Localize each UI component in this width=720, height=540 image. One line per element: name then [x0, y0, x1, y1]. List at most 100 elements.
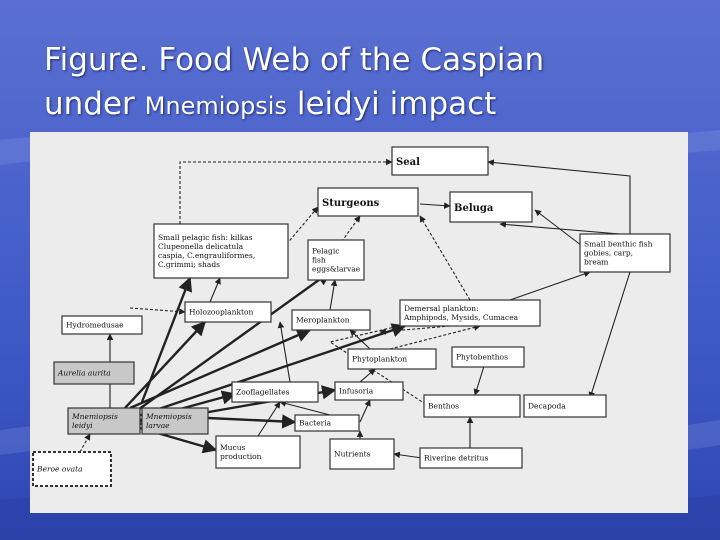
node-label: larvae	[146, 421, 170, 430]
node-box	[449, 191, 533, 223]
node-label: Small benthic fish	[584, 240, 653, 249]
node-box	[231, 381, 319, 403]
node-label: Hydromedusae	[66, 321, 124, 330]
diagram-arrows	[79, 158, 631, 459]
node-box	[294, 414, 360, 432]
arrow-35	[207, 414, 297, 429]
node-benthos: Benthos	[423, 394, 521, 418]
arrow-37	[140, 276, 193, 403]
node-label: Amphipods, Mysids, Cumacea	[403, 313, 519, 322]
node-box	[32, 451, 112, 487]
node-label: Pelagic	[312, 247, 339, 256]
arrow-29	[124, 320, 206, 409]
node-demersal: Demersal plankton:Amphipods, Mysids, Cum…	[399, 299, 541, 327]
arrow-12	[379, 325, 451, 335]
node-meroplankton: Meroplankton	[291, 309, 371, 331]
node-label: eggs&larvae	[312, 265, 361, 274]
node-box	[399, 299, 541, 327]
node-box	[141, 407, 209, 435]
node-label: Demersal plankton:	[404, 304, 479, 313]
node-label: Phytoplankton	[352, 355, 407, 364]
node-box	[523, 394, 607, 418]
arrow-4	[329, 215, 361, 259]
node-label: Small pelagic fish: kilkas	[158, 233, 253, 242]
node-box	[307, 239, 365, 281]
node-label: Holozooplankton	[189, 308, 254, 317]
node-seal: Seal	[391, 146, 489, 176]
node-box	[67, 407, 141, 435]
node-box	[391, 146, 489, 176]
node-label: Meroplankton	[296, 316, 350, 325]
node-label: Bacteria	[299, 419, 332, 428]
arrow-31	[134, 271, 332, 413]
node-label: Benthos	[428, 402, 459, 411]
node-label: Mnemiopsis	[71, 412, 118, 421]
arrow-9	[329, 279, 338, 311]
node-box	[334, 381, 404, 401]
node-riverine: Riverine detritus	[419, 447, 523, 469]
node-box	[61, 315, 143, 335]
node-zooflagellates: Zooflagellates	[231, 381, 319, 403]
arrow-20	[359, 399, 371, 423]
node-label: Riverine detritus	[424, 454, 488, 463]
title-word-under: under	[44, 86, 135, 122]
arrow-13	[588, 271, 631, 399]
node-label: leidyi	[72, 421, 93, 430]
title-line-2: under Mnemiopsis leidyi impact	[44, 82, 704, 128]
node-label: Mucus	[220, 443, 246, 452]
arrow-11	[509, 270, 591, 301]
node-label: Beroe ovata	[36, 465, 83, 474]
node-box	[291, 309, 371, 331]
arrow-8	[209, 277, 221, 303]
title-word-mnemiopsis: Mnemiopsis	[144, 92, 287, 120]
arrow-15	[277, 321, 291, 383]
arrow-5	[419, 202, 451, 209]
arrow-18	[359, 368, 376, 383]
node-label: Aurelia aurita	[57, 369, 111, 378]
node-label: Nutrients	[334, 450, 371, 459]
node-sturgeons: Sturgeons	[317, 187, 419, 217]
arrow-19	[279, 400, 331, 416]
slide-title: Figure. Food Web of the Caspian under Mn…	[44, 38, 704, 128]
arrow-1	[179, 158, 393, 224]
node-holozooplankton: Holozooplankton	[184, 301, 272, 323]
node-box	[419, 447, 523, 469]
title-word-leidyi: leidyi impact	[296, 86, 497, 122]
arrow-25	[393, 451, 423, 459]
node-label: C.grimmi; shads	[158, 260, 220, 269]
node-label: Infusoria	[339, 387, 374, 396]
node-bacteria: Bacteria	[294, 414, 360, 432]
node-label: Clupeonella delicatula	[158, 242, 244, 251]
node-label: Beluga	[454, 203, 494, 214]
node-infusoria: Infusoria	[334, 381, 404, 401]
node-label: Mnemiopsis	[145, 412, 192, 421]
arrow-14	[349, 329, 371, 350]
node-label: Sturgeons	[322, 198, 380, 209]
node-phytobenthos: Phytobenthos	[451, 346, 525, 368]
arrow-16	[389, 324, 481, 350]
arrow-23	[257, 401, 281, 437]
node-box	[215, 435, 301, 469]
node-box	[329, 438, 395, 470]
node-decapoda: Decapoda	[523, 394, 607, 418]
node-box	[153, 223, 289, 279]
node-label: Zooflagellates	[236, 388, 290, 397]
node-label: caspia, C.engrauliformes,	[158, 251, 255, 260]
node-hydromedusae: Hydromedusae	[61, 315, 143, 335]
node-nutrients: Nutrients	[329, 438, 395, 470]
node-box	[184, 301, 272, 323]
node-box	[53, 361, 135, 385]
node-box	[347, 348, 437, 370]
node-label: Phytobenthos	[456, 353, 508, 362]
node-beroe: Beroe ovata	[32, 451, 112, 487]
title-line-1: Figure. Food Web of the Caspian	[44, 42, 545, 78]
